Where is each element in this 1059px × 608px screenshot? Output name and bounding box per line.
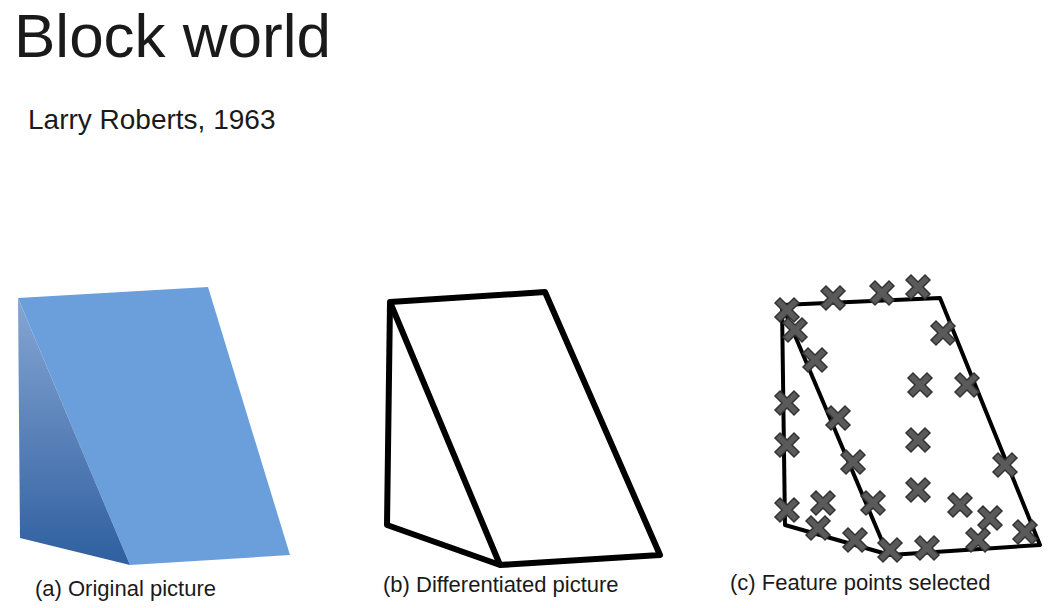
feature-cross bbox=[841, 450, 865, 474]
feature-cross bbox=[906, 428, 930, 452]
wedge-outline bbox=[387, 292, 660, 565]
feature-cross bbox=[775, 433, 799, 457]
feature-cross bbox=[906, 478, 930, 502]
edge-drawing bbox=[387, 292, 660, 565]
feature-cross bbox=[948, 493, 972, 517]
feature-cross bbox=[915, 536, 939, 560]
wedge-outline bbox=[782, 298, 1040, 555]
slide-title: Block world bbox=[14, 0, 331, 71]
feature-outline bbox=[782, 298, 1040, 555]
feature-cross bbox=[843, 528, 867, 552]
feature-cross bbox=[931, 321, 955, 345]
feature-cross bbox=[783, 318, 807, 342]
feature-cross bbox=[821, 286, 845, 310]
feature-cross bbox=[978, 506, 1002, 530]
wedge-inner-edge bbox=[390, 302, 500, 565]
feature-cross bbox=[775, 498, 799, 522]
feature-cross bbox=[861, 491, 885, 515]
figure-caption: (a) Original picture bbox=[35, 576, 216, 602]
subtitle: Larry Roberts, 1963 bbox=[28, 104, 275, 136]
feature-cross bbox=[806, 516, 830, 540]
feature-cross bbox=[775, 391, 799, 415]
figure-caption: (b) Differentiated picture bbox=[383, 572, 619, 598]
feature-cross bbox=[993, 453, 1017, 477]
feature-cross bbox=[1013, 520, 1037, 544]
wedge-picture bbox=[18, 287, 290, 565]
feature-cross bbox=[955, 373, 979, 397]
feature-cross bbox=[906, 275, 930, 299]
feature-cross bbox=[966, 528, 990, 552]
feature-cross bbox=[803, 348, 827, 372]
feature-cross bbox=[908, 373, 932, 397]
feature-cross bbox=[878, 538, 902, 562]
feature-cross bbox=[811, 491, 835, 515]
feature-cross bbox=[826, 406, 850, 430]
feature-cross bbox=[870, 281, 894, 305]
wedge-side-face bbox=[18, 298, 130, 565]
feature-points bbox=[775, 275, 1037, 562]
figure-caption: (c) Feature points selected bbox=[730, 570, 990, 596]
wedge-slope-face bbox=[18, 287, 290, 565]
